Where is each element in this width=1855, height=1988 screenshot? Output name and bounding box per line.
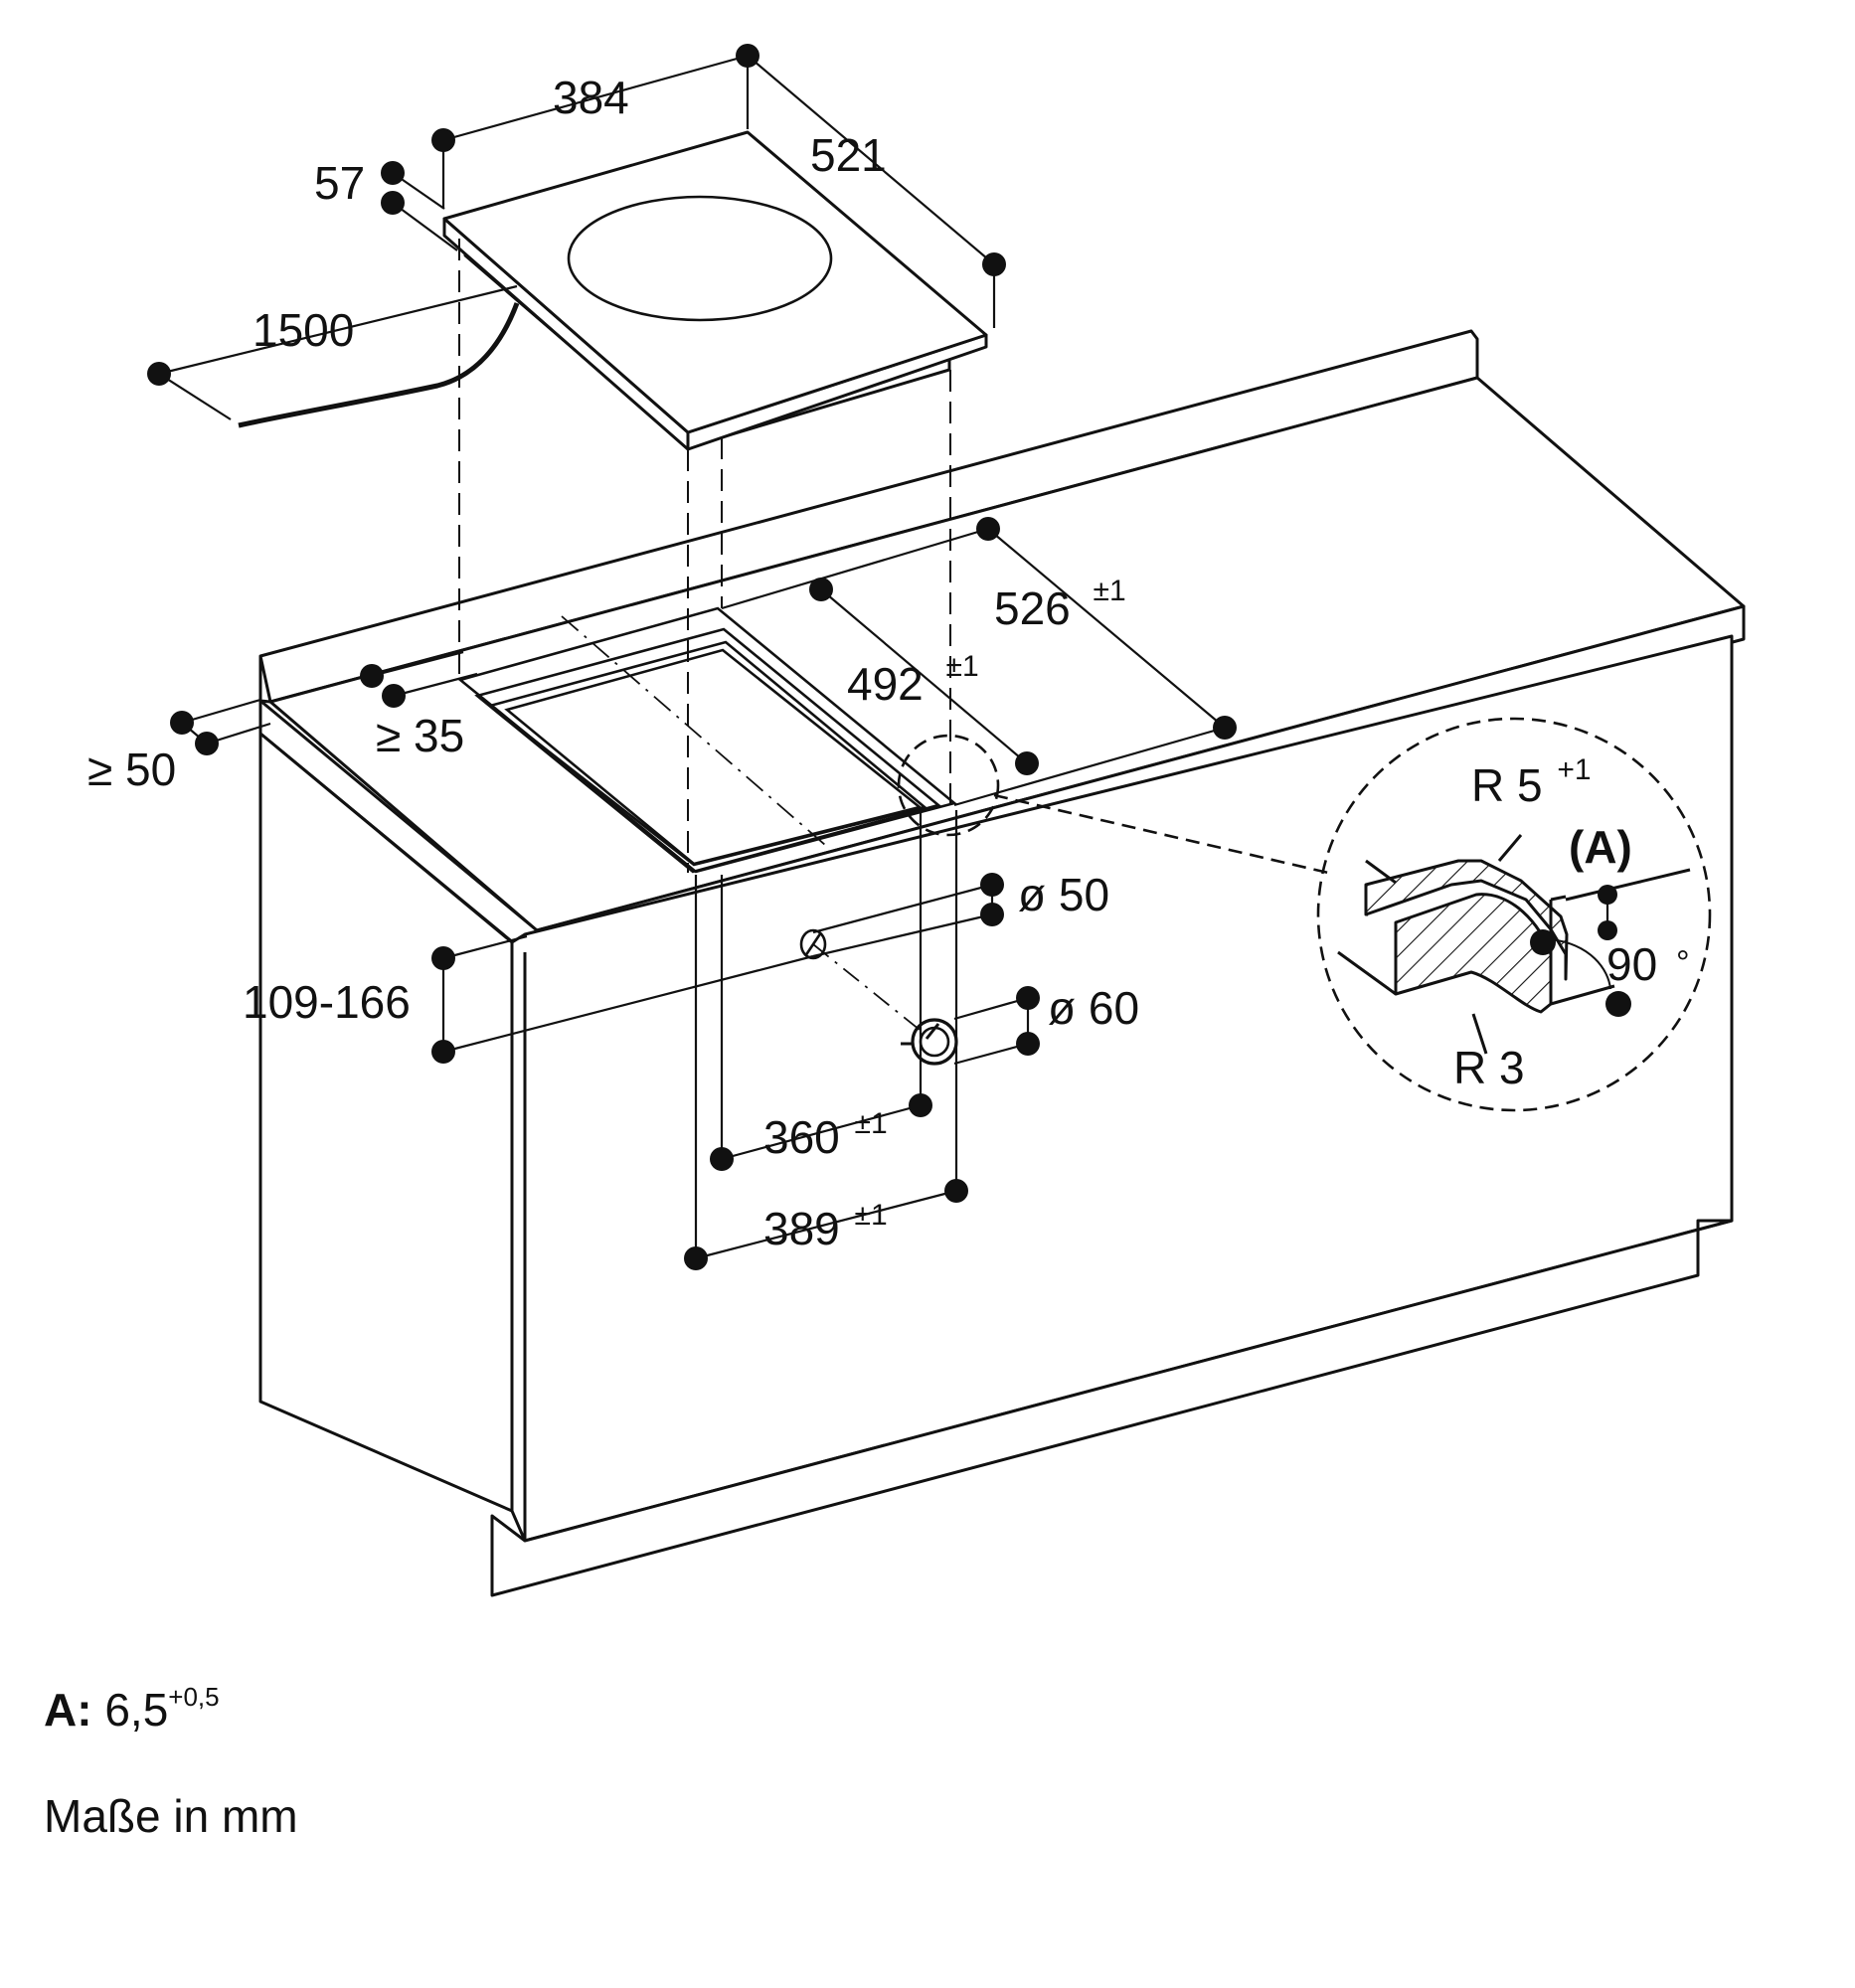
- detail-radius-top: R 5 +1: [1471, 753, 1592, 811]
- detail-marker-large: [1316, 717, 1712, 1112]
- projection-lines: [458, 239, 951, 873]
- cabinet-plinth: [490, 1219, 1734, 1597]
- hatched-section-upper: [1364, 859, 1569, 981]
- detail-marker-small: [897, 734, 1000, 837]
- dimension-lines: [158, 54, 1609, 1260]
- hole-small-icon: [799, 928, 827, 960]
- detail-radius-bottom: R 3: [1453, 1042, 1525, 1093]
- power-cable-icon: [238, 302, 520, 428]
- worktop-back-upstand: [258, 329, 1479, 704]
- legend-a: A: 6,5+0,5: [44, 1682, 220, 1737]
- dim-hob-thickness: 57: [314, 157, 365, 209]
- dim-cutout-width-outer: 389 ±1: [763, 1199, 888, 1254]
- detail-callout: [897, 717, 1712, 1112]
- legend-units: Maße in mm: [44, 1790, 298, 1842]
- dim-cable-length: 1500: [253, 304, 354, 356]
- dim-edge-front-min: ≥ 50: [87, 744, 176, 795]
- dim-recess-depth: 492 ±1: [847, 650, 979, 710]
- dim-cutout-width-inner: 360 ±1: [763, 1107, 888, 1163]
- cutout-outer-rebate: [457, 606, 957, 874]
- legend-a-label: A:: [44, 1684, 92, 1736]
- dim-worktop-height: 109-166: [243, 976, 411, 1028]
- dim-cutout-depth: 526 ±1: [994, 575, 1126, 634]
- dim-hob-depth: 521: [810, 129, 887, 181]
- dim-edge-side-min: ≥ 35: [376, 710, 464, 761]
- cabinet: [258, 329, 1746, 1597]
- cutout-inner-opening: [504, 648, 923, 866]
- detail-label-a: (A): [1569, 821, 1632, 873]
- detail-angle: 90 °: [1606, 938, 1690, 990]
- dimension-labels: 384 521 57 1500 526 ±1 492 ±1 ≥ 35 ≥ 50 …: [87, 72, 1690, 1254]
- section-detail: [1337, 834, 1691, 1055]
- dimension-dots: [147, 44, 1631, 1270]
- legend-a-tolerance: +0,5: [168, 1682, 220, 1712]
- dim-hole-small: ø 50: [1018, 869, 1109, 920]
- dim-hole-large: ø 60: [1048, 982, 1139, 1034]
- hob-appliance: [238, 130, 988, 451]
- worktop-cutout: [457, 606, 957, 874]
- hob-top-surface: [442, 130, 988, 434]
- dim-hob-width: 384: [553, 72, 629, 123]
- legend-a-value: 6,5: [104, 1684, 169, 1736]
- cooking-zone: [567, 195, 833, 322]
